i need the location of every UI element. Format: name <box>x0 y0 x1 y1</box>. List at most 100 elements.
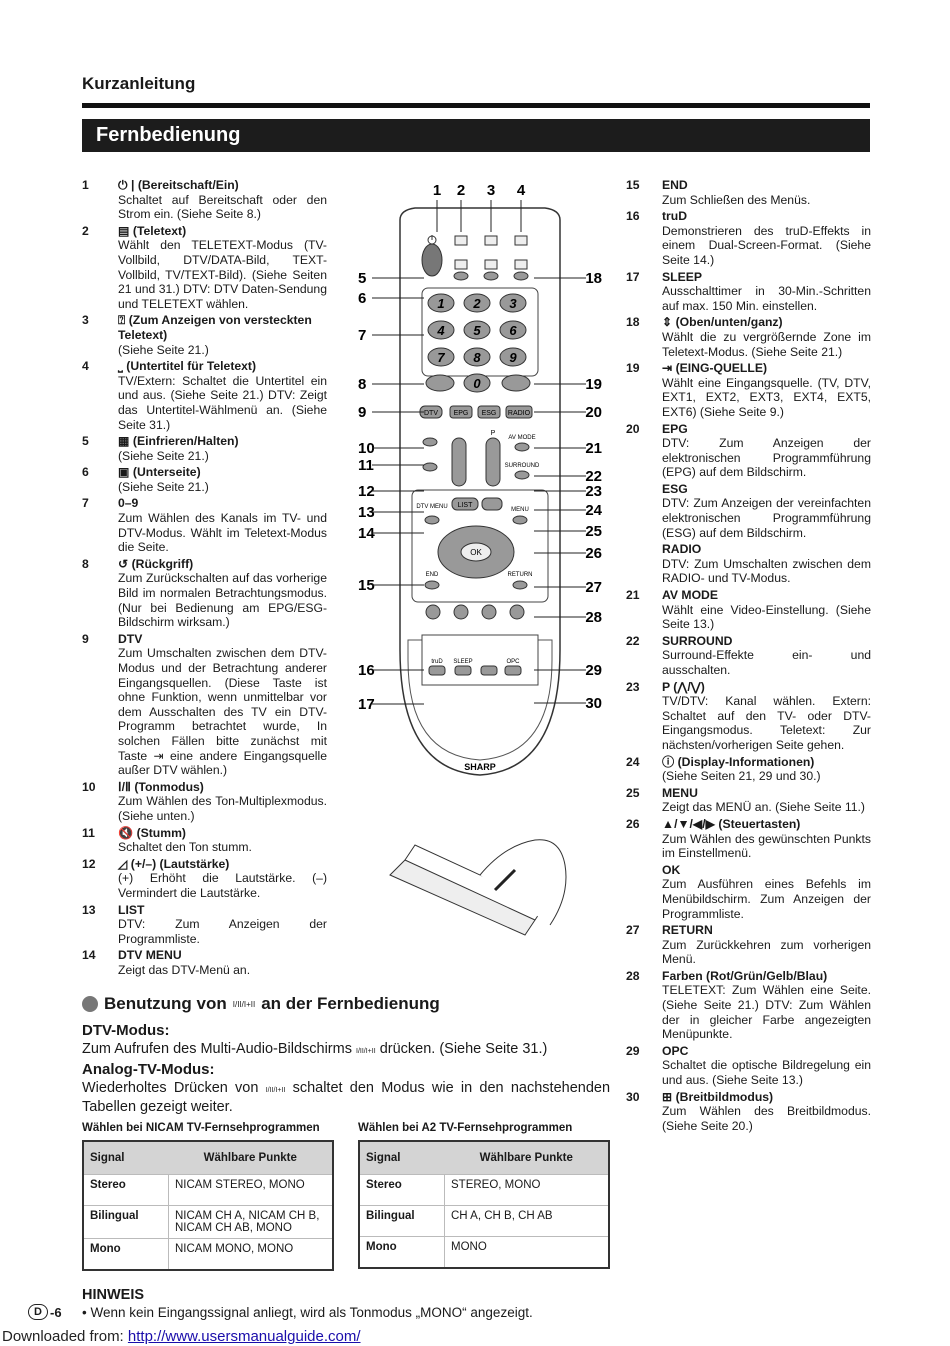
options-cell: NICAM STEREO, MONO <box>168 1174 333 1206</box>
input-button[interactable] <box>501 374 531 392</box>
digit-button-7[interactable] <box>427 347 455 367</box>
updown-button[interactable] <box>514 259 528 270</box>
item-title: SURROUND <box>662 634 871 649</box>
blue-button[interactable] <box>509 604 525 620</box>
sleep-button[interactable] <box>454 665 472 676</box>
subpage-button[interactable] <box>484 259 498 270</box>
item-number: 28 <box>626 968 640 983</box>
esg-button[interactable] <box>477 405 501 419</box>
digit-label: 9 <box>509 350 517 365</box>
signal-cell: Bilingual <box>83 1205 169 1239</box>
digit-button-5[interactable] <box>463 320 491 340</box>
widescreen-icon: ⊞ <box>662 1089 676 1104</box>
widescreen-button[interactable] <box>480 665 498 676</box>
flashback-icon: ↺ <box>118 556 132 571</box>
reveal-button[interactable] <box>484 235 498 246</box>
digit-button-3[interactable] <box>499 293 527 313</box>
digit-button-9[interactable] <box>499 347 527 367</box>
radio-button[interactable] <box>505 405 533 419</box>
item-title: ⓘ (Display-Informationen) <box>662 755 871 770</box>
digit-button-6[interactable] <box>499 320 527 340</box>
item-number: 26 <box>626 816 640 831</box>
dtv-menu-label: DTV MENU <box>416 504 447 510</box>
sound-mode-icon: I/II/I+II <box>232 999 256 1009</box>
teletext-button[interactable] <box>454 235 468 246</box>
item-title: ▲/▼/◀/▶ (Steuertasten) <box>662 817 871 832</box>
sleep-label: SLEEP <box>453 659 472 665</box>
item-description: DTV: Zum Umschalten zwischen dem RADIO- … <box>662 556 871 586</box>
item-title: ▤ (Teletext) <box>118 224 327 239</box>
digit-button-2[interactable] <box>463 293 491 313</box>
column-header: Wählbare Punkte <box>168 1141 333 1175</box>
digit-button-0[interactable] <box>463 373 491 393</box>
options-cell: NICAM CH A, NICAM CH B, NICAM CH AB, MON… <box>168 1205 333 1239</box>
item-title-text: END <box>662 178 688 192</box>
page-letter: D <box>28 1304 48 1320</box>
digit-label: 3 <box>509 296 517 311</box>
ok-button[interactable] <box>460 542 492 562</box>
av-mode-button[interactable] <box>514 442 530 452</box>
volume-rocker[interactable] <box>451 437 467 487</box>
info-button[interactable] <box>481 497 503 511</box>
item-title-text: (+/–) (Lautstärke) <box>130 856 230 871</box>
item-description: DTV: Zum Anzeigen der Programmliste. <box>118 917 327 946</box>
signal-cell: Stereo <box>83 1174 169 1206</box>
item-title-text: MENU <box>662 785 698 800</box>
item-title-text: DTV <box>118 631 143 646</box>
end-button[interactable] <box>424 580 440 590</box>
menu-button[interactable] <box>512 515 528 525</box>
digit-label: 0 <box>473 376 481 391</box>
digit-button-8[interactable] <box>463 347 491 367</box>
return-button[interactable] <box>512 580 528 590</box>
power-button[interactable] <box>421 243 443 277</box>
digit-button-1[interactable] <box>427 293 455 313</box>
item-title: LIST <box>118 903 327 918</box>
digit-button-4[interactable] <box>427 320 455 340</box>
flashback-button[interactable] <box>425 374 455 392</box>
green-button[interactable] <box>453 604 469 620</box>
item-title: ▦ (Einfrieren/Halten) <box>118 434 327 449</box>
ok-label: OK <box>470 548 482 557</box>
channel-rocker[interactable] <box>485 437 501 487</box>
red-button[interactable] <box>425 604 441 620</box>
callout-number: 18 <box>585 270 602 287</box>
mute-button[interactable] <box>422 462 438 472</box>
item-title: P (⋀/⋁) <box>662 680 871 695</box>
callout-number: 26 <box>585 545 602 562</box>
dtv-menu-button[interactable] <box>424 515 440 525</box>
yellow-button[interactable] <box>481 604 497 620</box>
sound-mode-button[interactable] <box>422 437 438 447</box>
surround-label: SURROUND <box>505 463 540 469</box>
opc-button[interactable] <box>504 665 522 676</box>
bullet-icon <box>82 996 98 1012</box>
epg-button[interactable] <box>449 405 473 419</box>
item-description: Schaltet auf Bereitschaft oder den Strom… <box>118 192 327 222</box>
list-button[interactable] <box>451 497 479 511</box>
trud-button[interactable] <box>428 665 446 676</box>
subtitle-button[interactable] <box>514 235 528 246</box>
return-label: RETURN <box>508 572 533 578</box>
analog-text-pre: Wiederholtes Drücken von <box>82 1080 259 1096</box>
surround-button[interactable] <box>514 470 530 480</box>
item-title: SLEEP <box>662 270 871 285</box>
dtv-mode-text: Zum Aufrufen des Multi-Audio-Bildschirms… <box>82 1041 610 1057</box>
item-description: Schaltet den Ton stumm. <box>118 840 252 855</box>
hold-button[interactable] <box>454 259 468 270</box>
item-description: Zum Wählen des Kanals im TV- und DTV-Mod… <box>118 511 327 555</box>
header-rule <box>82 103 870 108</box>
download-link[interactable]: http://www.usersmanualguide.com/ <box>127 1328 361 1345</box>
list-item: 5▦ (Einfrieren/Halten)(Siehe Seite 21.) <box>82 434 327 463</box>
item-title-text: P (⋀/⋁) <box>662 679 705 694</box>
brand-logo: SHARP <box>464 762 496 772</box>
item-description: Ausschalttimer in 30-Min.-Schritten auf … <box>662 284 871 313</box>
item-description: Surround-Effekte ein- und ausschalten. <box>662 648 871 677</box>
